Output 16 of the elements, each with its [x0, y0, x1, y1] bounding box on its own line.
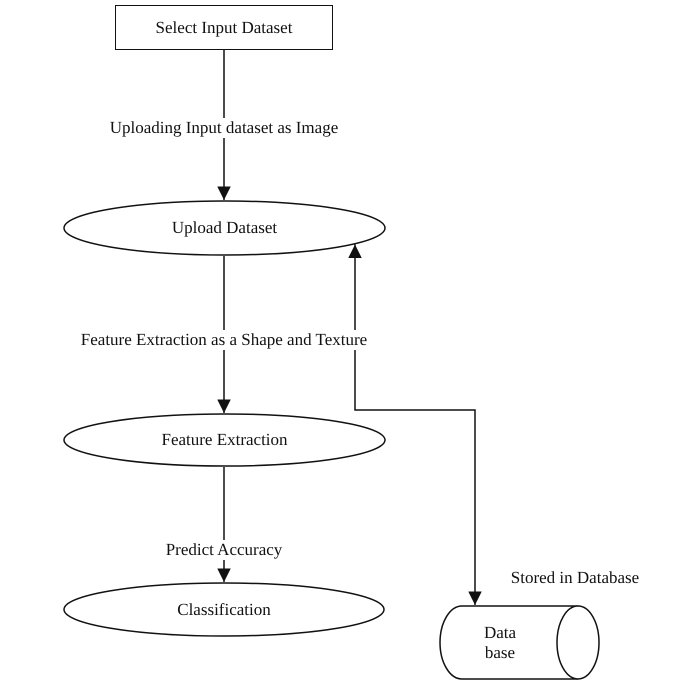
arrow — [348, 244, 482, 605]
edge-label: Uploading Input dataset as Image — [108, 118, 340, 138]
node-label: Upload Dataset — [172, 218, 278, 238]
arrow — [217, 256, 231, 413]
database-cylinder — [440, 605, 600, 680]
process-box — [115, 5, 333, 50]
arrow — [217, 50, 231, 200]
node-label: Feature Extraction — [161, 430, 288, 450]
edge-label: Feature Extraction as a Shape and Texture — [78, 330, 370, 350]
process-ellipse — [63, 200, 386, 256]
node-label: Data base — [482, 622, 518, 662]
process-ellipse — [63, 413, 386, 467]
edge-label: Predict Accuracy — [164, 540, 284, 560]
process-ellipse — [63, 582, 385, 637]
node-label: Classification — [177, 600, 271, 620]
node-label: Select Input Dataset — [156, 18, 292, 38]
